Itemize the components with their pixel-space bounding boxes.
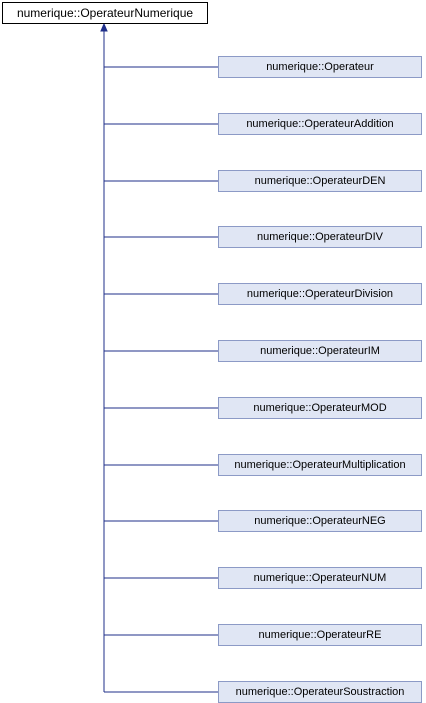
derived-class-node[interactable]: numerique::OperateurRE — [218, 624, 422, 646]
base-class-node[interactable]: numerique::OperateurNumerique — [2, 2, 208, 24]
derived-class-node[interactable]: numerique::OperateurDivision — [218, 283, 422, 305]
derived-class-node[interactable]: numerique::OperateurMultiplication — [218, 454, 422, 476]
derived-class-node[interactable]: numerique::OperateurDIV — [218, 226, 422, 248]
derived-class-node[interactable]: numerique::OperateurNEG — [218, 510, 422, 532]
derived-class-node[interactable]: numerique::OperateurNUM — [218, 567, 422, 589]
derived-class-node[interactable]: numerique::OperateurIM — [218, 340, 422, 362]
derived-class-node[interactable]: numerique::OperateurAddition — [218, 113, 422, 135]
derived-class-node[interactable]: numerique::OperateurDEN — [218, 170, 422, 192]
derived-class-node[interactable]: numerique::Operateur — [218, 56, 422, 78]
derived-class-node[interactable]: numerique::OperateurSoustraction — [218, 681, 422, 703]
inheritance-arrowhead-icon — [100, 22, 108, 32]
derived-class-node[interactable]: numerique::OperateurMOD — [218, 397, 422, 419]
